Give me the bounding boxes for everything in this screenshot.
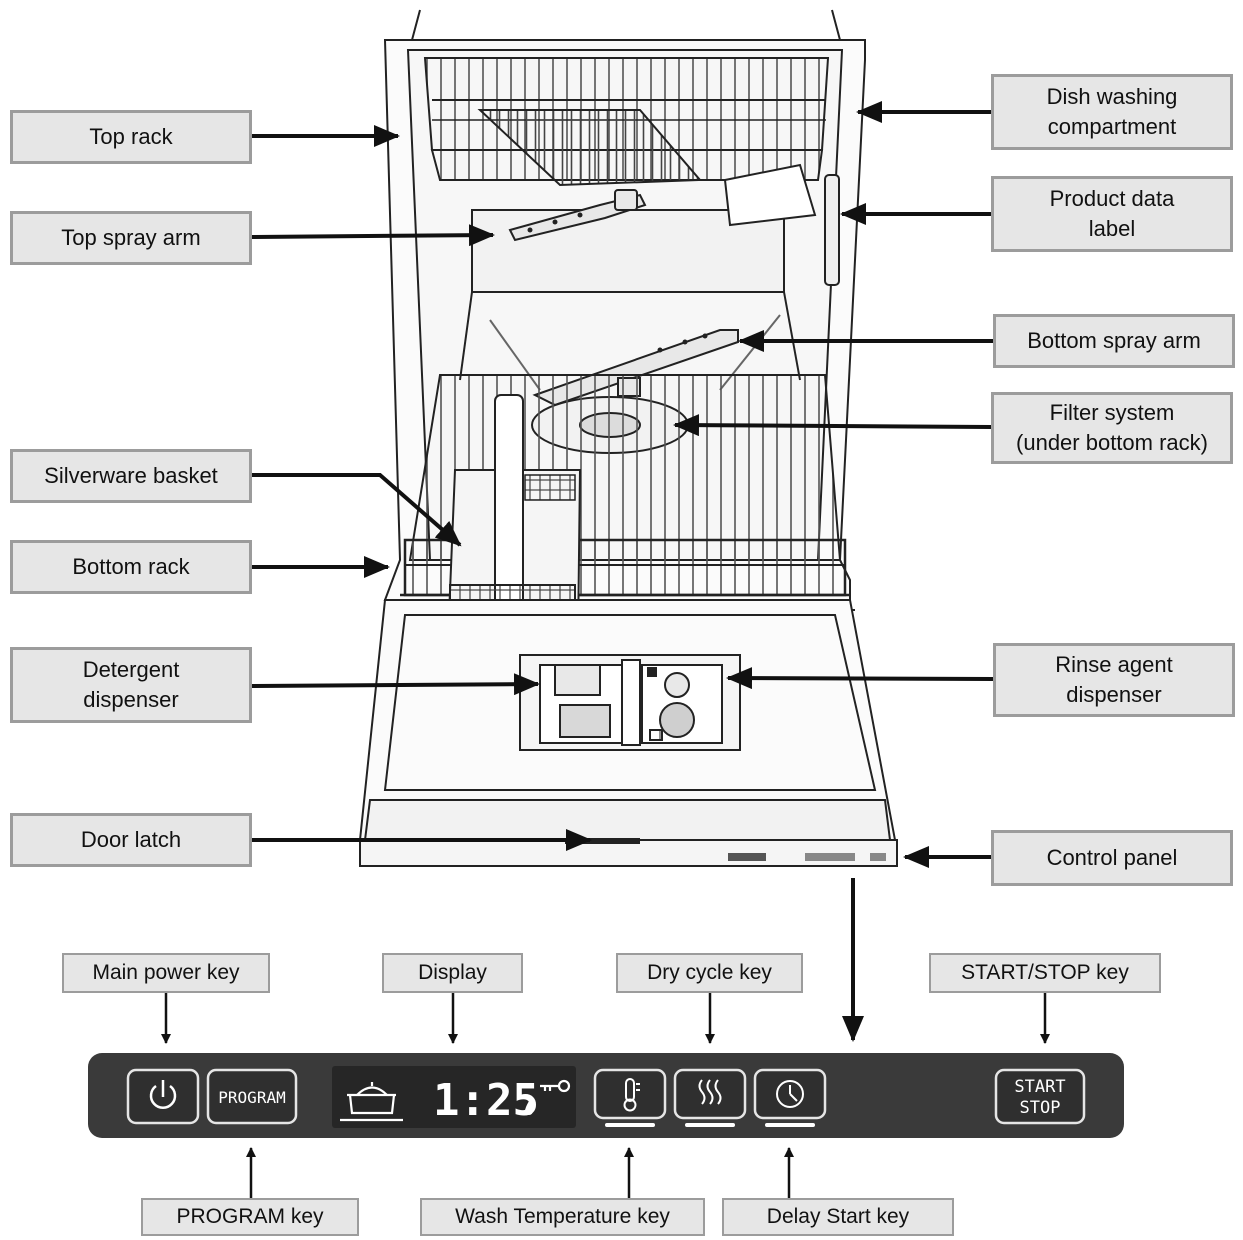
label-bottom-rack: Bottom rack (10, 540, 252, 594)
program-button[interactable]: PROGRAM (206, 1068, 298, 1125)
display-time: 1:25 (433, 1075, 539, 1126)
label-rinse-agent-dispenser: Rinse agent dispenser (993, 643, 1235, 717)
label-detergent-dispenser: Detergent dispenser (10, 647, 252, 723)
display: 1:25 (332, 1066, 576, 1128)
label-program-key: PROGRAM key (141, 1198, 359, 1236)
label-dry-cycle-key: Dry cycle key (616, 953, 803, 993)
label-display: Display (382, 953, 523, 993)
label-product-data-label: Product data label (991, 176, 1233, 252)
power-icon (149, 1080, 177, 1109)
top-spray-arm-illustration (508, 189, 647, 242)
wash-temperature-button[interactable] (593, 1068, 667, 1127)
key-lock-icon (540, 1079, 571, 1093)
clock-icon (776, 1080, 804, 1108)
callout-arrows (251, 101, 994, 1042)
thermometer-icon (623, 1078, 640, 1112)
main-power-button[interactable] (126, 1068, 200, 1125)
label-dish-washing-compartment: Dish washing compartment (991, 74, 1233, 150)
start-label: START (1014, 1077, 1065, 1097)
panel-arrows (161, 992, 1050, 1198)
label-delay-start-key: Delay Start key (722, 1198, 954, 1236)
drop-icon (525, 1101, 533, 1115)
dry-cycle-button[interactable] (673, 1068, 747, 1127)
steam-icon (698, 1079, 722, 1105)
control-panel: PROGRAM 1:25 (88, 1053, 1124, 1138)
delay-start-button[interactable] (753, 1068, 827, 1127)
label-silverware-basket: Silverware basket (10, 449, 252, 503)
label-control-panel: Control panel (991, 830, 1233, 886)
label-top-spray-arm: Top spray arm (10, 211, 252, 265)
label-bottom-spray-arm: Bottom spray arm (993, 314, 1235, 368)
program-button-label: PROGRAM (218, 1088, 285, 1107)
top-rack-illustration (423, 57, 830, 227)
label-filter-system: Filter system (under bottom rack) (991, 392, 1233, 464)
label-door-latch: Door latch (10, 813, 252, 867)
start-stop-button[interactable]: START STOP (994, 1068, 1086, 1125)
label-top-rack: Top rack (10, 110, 252, 164)
label-wash-temperature-key: Wash Temperature key (420, 1198, 705, 1236)
label-start-stop-key: START/STOP key (929, 953, 1161, 993)
stop-label: STOP (1020, 1098, 1061, 1118)
label-main-power-key: Main power key (62, 953, 270, 993)
dispenser-illustration (519, 654, 741, 751)
pot-icon (340, 1082, 403, 1122)
